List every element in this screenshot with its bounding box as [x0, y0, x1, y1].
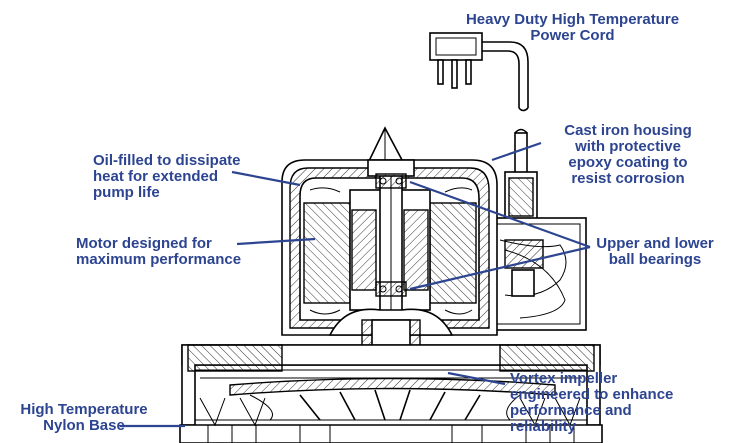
callout-leaders: [120, 141, 591, 428]
pump-volute: [181, 344, 601, 426]
leader-upper-bearing: [409, 180, 591, 249]
vortex-impeller: [229, 377, 556, 421]
cord-entry: [489, 128, 587, 331]
leader-oil-filled: [231, 170, 301, 187]
label-oil-filled: Oil-filled to dissipate heat for extende…: [93, 152, 241, 201]
leader-motor: [236, 237, 316, 246]
power-cord-plug: [429, 32, 529, 112]
leader-lower-bearing: [409, 245, 591, 291]
label-ball-bearings: Upper and lower ball bearings: [596, 235, 714, 268]
label-power-cord: Heavy Duty High Temperature Power Cord: [465, 11, 680, 44]
label-vortex-impeller: Vortex impeller engineered to enhance pe…: [510, 370, 674, 435]
label-cast-iron-housing: Cast iron housing with protective epoxy …: [564, 122, 692, 187]
leader-cast-iron: [491, 141, 542, 162]
leader-impeller: [447, 371, 506, 386]
label-motor: Motor designed for maximum performance: [76, 235, 242, 268]
nylon-base: [179, 397, 603, 443]
label-nylon-base: High Temperature Nylon Base: [20, 401, 148, 434]
